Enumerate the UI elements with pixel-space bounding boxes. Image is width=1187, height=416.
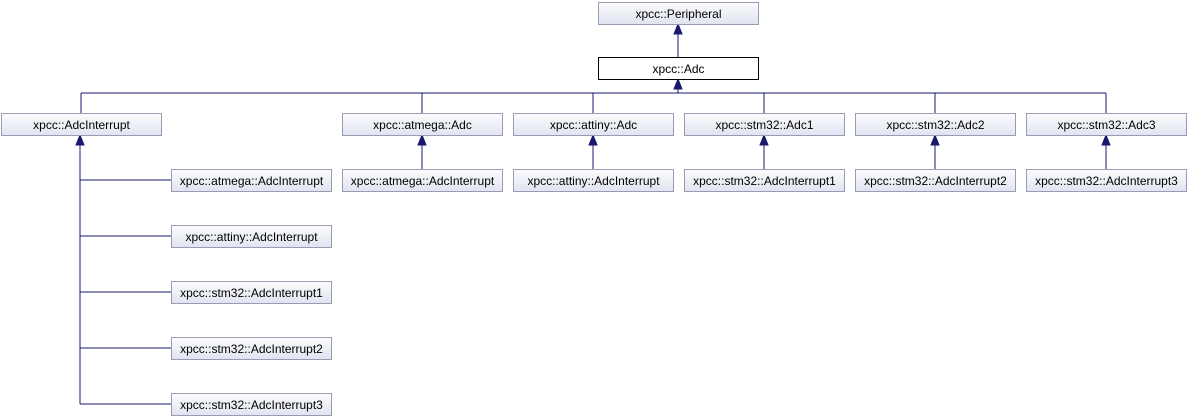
class-node-atmega-adcinterrupt-a[interactable]: xpcc::atmega::AdcInterrupt: [171, 169, 332, 192]
class-box: [684, 113, 845, 136]
class-node-stm32-adcinterrupt3-a[interactable]: xpcc::stm32::AdcInterrupt3: [171, 393, 332, 416]
class-box: [171, 225, 332, 248]
class-node-peripheral[interactable]: xpcc::Peripheral: [598, 2, 759, 25]
class-box: [342, 169, 503, 192]
class-node-stm32-adc3[interactable]: xpcc::stm32::Adc3: [1026, 113, 1187, 136]
class-name-label: xpcc::attiny::AdcInterrupt: [527, 174, 660, 188]
arrow-to-stm32_adc1: [759, 133, 769, 146]
class-node-attiny-adc[interactable]: xpcc::attiny::Adc: [513, 113, 674, 136]
arrow-to-attiny_adc: [588, 133, 598, 146]
class-name-label: xpcc::stm32::AdcInterrupt2: [180, 342, 323, 356]
class-node-atmega-adcinterrupt-b[interactable]: xpcc::atmega::AdcInterrupt: [342, 169, 503, 192]
class-name-label: xpcc::stm32::Adc3: [1057, 118, 1155, 132]
class-name-label: xpcc::stm32::AdcInterrupt3: [1035, 174, 1178, 188]
class-node-atmega-adc[interactable]: xpcc::atmega::Adc: [342, 113, 503, 136]
class-box: [171, 281, 332, 304]
arrow-to-atmega_adc: [417, 133, 427, 146]
class-node-adc[interactable]: xpcc::Adc: [598, 57, 759, 80]
class-node-stm32-adcinterrupt1-b[interactable]: xpcc::stm32::AdcInterrupt1: [684, 169, 845, 192]
class-node-stm32-adcinterrupt1-a[interactable]: xpcc::stm32::AdcInterrupt1: [171, 281, 332, 304]
class-node-attiny-adcinterrupt-a[interactable]: xpcc::attiny::AdcInterrupt: [171, 225, 332, 248]
class-name-label: xpcc::stm32::Adc2: [886, 118, 984, 132]
class-box: [171, 337, 332, 360]
class-name-label: xpcc::AdcInterrupt: [33, 118, 130, 132]
class-box: [171, 169, 332, 192]
edges-layer: [75, 22, 1111, 405]
class-name-label: xpcc::stm32::Adc1: [715, 118, 813, 132]
class-name-label: xpcc::stm32::AdcInterrupt1: [180, 286, 323, 300]
class-name-label: xpcc::stm32::AdcInterrupt1: [693, 174, 836, 188]
class-node-stm32-adc2[interactable]: xpcc::stm32::Adc2: [855, 113, 1016, 136]
class-node-stm32-adcinterrupt3-b[interactable]: xpcc::stm32::AdcInterrupt3: [1026, 169, 1187, 192]
class-box: [598, 2, 759, 25]
class-box: [513, 113, 674, 136]
class-name-label: xpcc::stm32::AdcInterrupt2: [864, 174, 1007, 188]
class-node-stm32-adc1[interactable]: xpcc::stm32::Adc1: [684, 113, 845, 136]
class-name-label: xpcc::atmega::AdcInterrupt: [180, 174, 324, 188]
arrow-to-peripheral: [673, 22, 683, 35]
class-node-attiny-adcinterrupt-b[interactable]: xpcc::attiny::AdcInterrupt: [513, 169, 674, 192]
arrow-to-stm32_adc2: [930, 133, 940, 146]
class-name-label: xpcc::Adc: [652, 62, 704, 76]
class-box: [513, 169, 674, 192]
class-box: [342, 113, 503, 136]
class-name-label: xpcc::attiny::Adc: [550, 118, 637, 132]
class-name-label: xpcc::atmega::AdcInterrupt: [351, 174, 495, 188]
class-node-stm32-adcinterrupt2-b[interactable]: xpcc::stm32::AdcInterrupt2: [855, 169, 1016, 192]
arrow-to-stm32_adc3: [1101, 133, 1111, 146]
class-box: [1, 113, 162, 136]
class-node-adcinterrupt[interactable]: xpcc::AdcInterrupt: [1, 113, 162, 136]
class-name-label: xpcc::atmega::Adc: [373, 118, 472, 132]
arrow-to-adcinterrupt: [75, 133, 85, 146]
class-name-label: xpcc::Peripheral: [635, 7, 721, 21]
class-box: [855, 169, 1016, 192]
arrow-to-adc: [673, 77, 683, 90]
class-box: [855, 113, 1016, 136]
class-box: [598, 57, 759, 80]
class-node-stm32-adcinterrupt2-a[interactable]: xpcc::stm32::AdcInterrupt2: [171, 337, 332, 360]
class-name-label: xpcc::attiny::AdcInterrupt: [185, 230, 318, 244]
class-name-label: xpcc::stm32::AdcInterrupt3: [180, 398, 323, 412]
class-box: [684, 169, 845, 192]
